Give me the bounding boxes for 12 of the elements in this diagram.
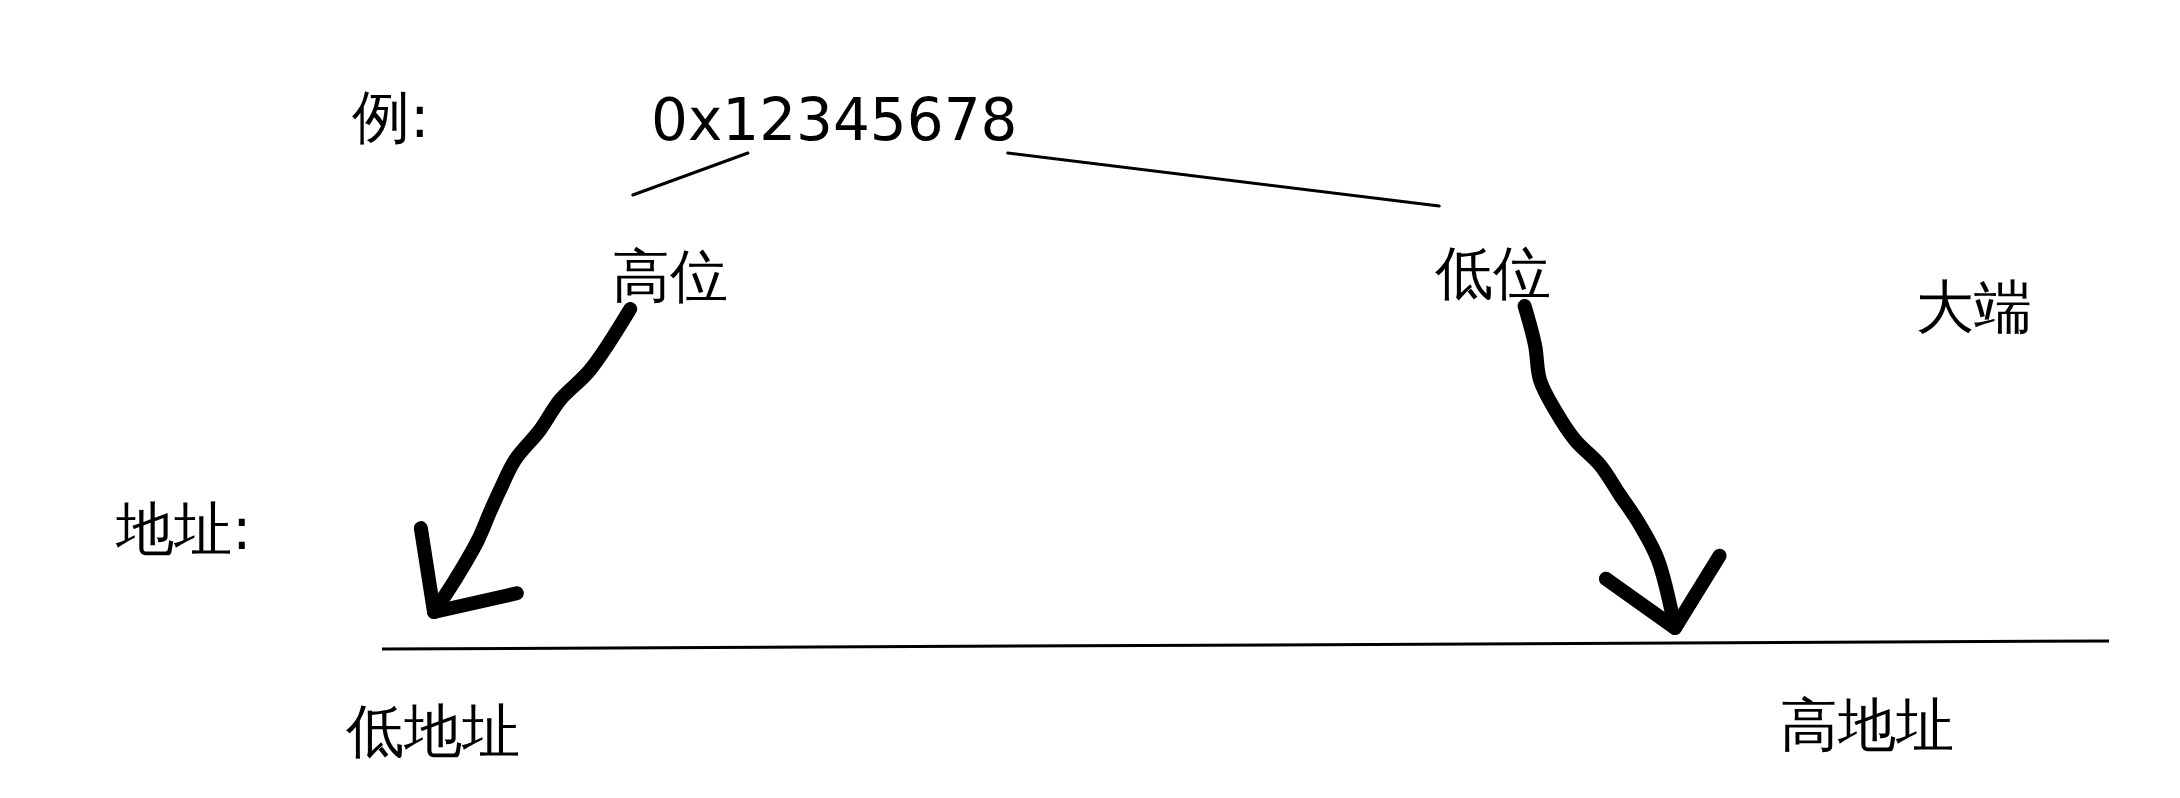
arrow <box>413 302 638 619</box>
hex-number: 0x12345678 <box>651 89 1018 153</box>
example-label: 例: <box>352 86 430 150</box>
endian-label: 大端 <box>1916 276 2032 340</box>
high-address-label: 高地址 <box>1780 694 1954 758</box>
low-address-label: 低地址 <box>346 700 520 764</box>
leader-line <box>1006 151 1441 208</box>
address-label: 地址: <box>116 498 252 562</box>
leader-line <box>631 151 750 197</box>
byte-order-label: 低位 <box>1435 242 1551 306</box>
arrow <box>1517 299 1727 635</box>
byte-order-label: 高位 <box>612 245 728 309</box>
